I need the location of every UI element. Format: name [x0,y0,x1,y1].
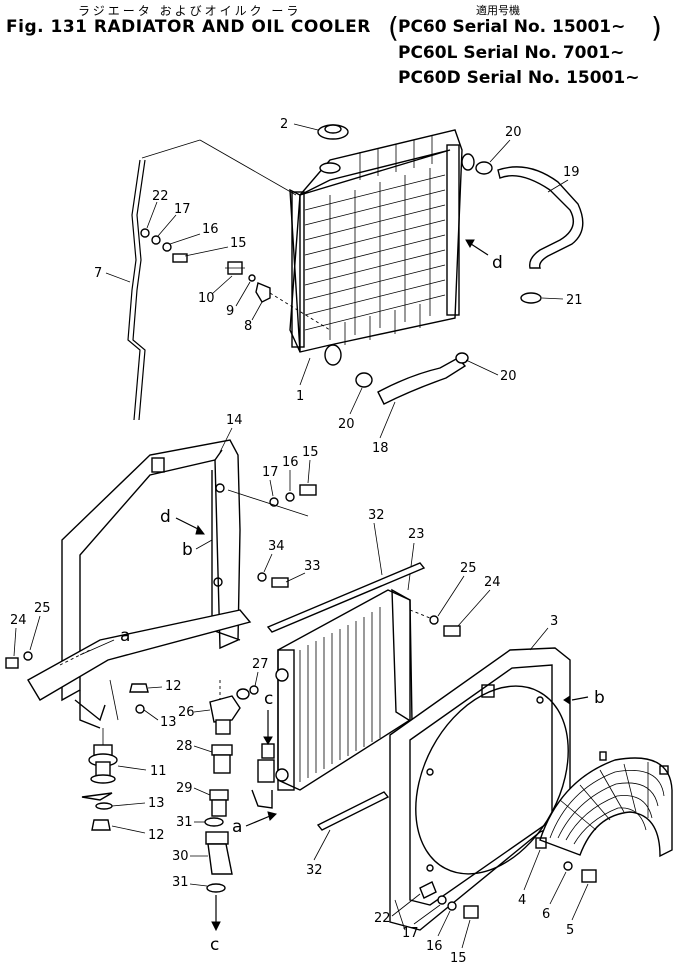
seal-strip-top [266,562,426,633]
tube-clamp-hardware [140,201,229,263]
right-paren: ) [651,11,662,44]
ref-b-frame: b [182,540,193,560]
callout-25a: 25 [34,601,51,616]
callout-22b: 22 [374,911,391,926]
callout-29: 29 [176,781,193,796]
cushion-mount [88,728,118,784]
callout-20a: 20 [505,125,522,140]
callout-12a: 12 [165,679,182,694]
callout-1: 1 [296,389,304,404]
callout-16c: 16 [426,939,443,954]
japanese-title: ラジエータ およびオイルク ーラ [78,4,302,18]
callout-17a: 17 [174,202,191,217]
radiator-frame [27,439,252,729]
callout-16b: 16 [282,455,299,470]
callout-8: 8 [244,319,252,334]
radiator-cap [293,123,349,140]
callout-31b: 31 [172,875,189,890]
callout-6: 6 [542,907,550,922]
callout-15a: 15 [230,236,247,251]
mount-nut-washer-bottom [81,792,113,831]
callout-11: 11 [150,764,167,779]
cooler-bolt-hardware [409,609,461,637]
callout-18: 18 [372,441,389,456]
figure-title: Fig. 131 RADIATOR AND OIL COOLER [6,17,371,37]
callout-22a: 22 [152,189,169,204]
fan-guard-bolt-hardware [563,861,597,883]
overflow-tube [127,139,297,421]
ref-c-cooler: c [264,689,273,709]
frame-bolt-hardware-top [227,484,317,517]
serial-pc60: PC60 Serial No. 15001~ [398,17,626,37]
callout-27: 27 [252,657,269,672]
callout-17c: 17 [402,926,419,941]
callout-14: 14 [226,413,243,428]
ref-a-cooler: a [232,817,242,837]
callout-20c: 20 [338,417,355,432]
callout-32a: 32 [368,508,385,523]
serial-pc60l: PC60L Serial No. 7001~ [398,43,625,63]
callout-30: 30 [172,849,189,864]
ref-c-bottom: c [210,935,219,955]
callout-7: 7 [94,266,102,281]
lower-hose [355,352,469,405]
upper-hose [475,161,584,304]
callout-26: 26 [178,705,195,720]
hose-fitting-30 [205,831,233,875]
callout-24a: 24 [10,613,27,628]
callout-23: 23 [408,527,425,542]
adapter-fitting-28 [211,744,233,774]
callout-13b: 13 [148,796,165,811]
callout-32b: 32 [306,863,323,878]
left-paren: ( [388,11,399,44]
seal-strip-bottom [316,791,390,831]
frame-bolt-hardware-left [5,651,33,669]
callout-33: 33 [304,559,321,574]
callout-5: 5 [566,923,574,938]
oil-cooler [251,588,413,809]
ref-d-frame: d [160,507,171,527]
callout-34: 34 [268,539,285,554]
o-ring-bottom [206,883,226,893]
diagram-header: ラジエータ およびオイルク ーラ 適用号機 Fig. 131 RADIATOR … [0,0,679,92]
callout-2: 2 [280,117,288,132]
callout-24b: 24 [484,575,501,590]
callout-20b: 20 [500,369,517,384]
drain-cock [211,261,271,321]
callout-12b: 12 [148,828,165,843]
callout-9: 9 [226,304,234,319]
callout-15b: 15 [302,445,319,460]
callout-15c: 15 [450,951,467,966]
callout-28: 28 [176,739,193,754]
callout-4: 4 [518,893,526,908]
callout-13a: 13 [160,715,177,730]
oil-cooler-elbow [209,685,259,735]
callout-3: 3 [550,614,558,629]
callout-10: 10 [198,291,215,306]
shroud-bolt-hardware [419,881,479,919]
mount-nut-washer-top [129,683,149,714]
frame-bolt-hardware-mid [257,572,289,588]
callout-19: 19 [563,165,580,180]
o-ring-top [204,817,224,827]
callout-21: 21 [566,293,583,308]
callout-31a: 31 [176,815,193,830]
callout-17b: 17 [262,465,279,480]
callout-25b: 25 [460,561,477,576]
ref-b-shroud: b [594,688,605,708]
ref-a-frame: a [120,626,130,646]
japanese-applicable-label: 適用号機 [476,4,520,17]
callout-16a: 16 [202,222,219,237]
ref-d-upper: d [492,253,503,273]
fan-guard [535,751,673,858]
serial-pc60d: PC60D Serial No. 15001~ [398,68,640,88]
radiator-assembly [289,129,475,366]
fan-shroud [389,647,571,931]
adapter-fitting-29 [209,789,229,817]
